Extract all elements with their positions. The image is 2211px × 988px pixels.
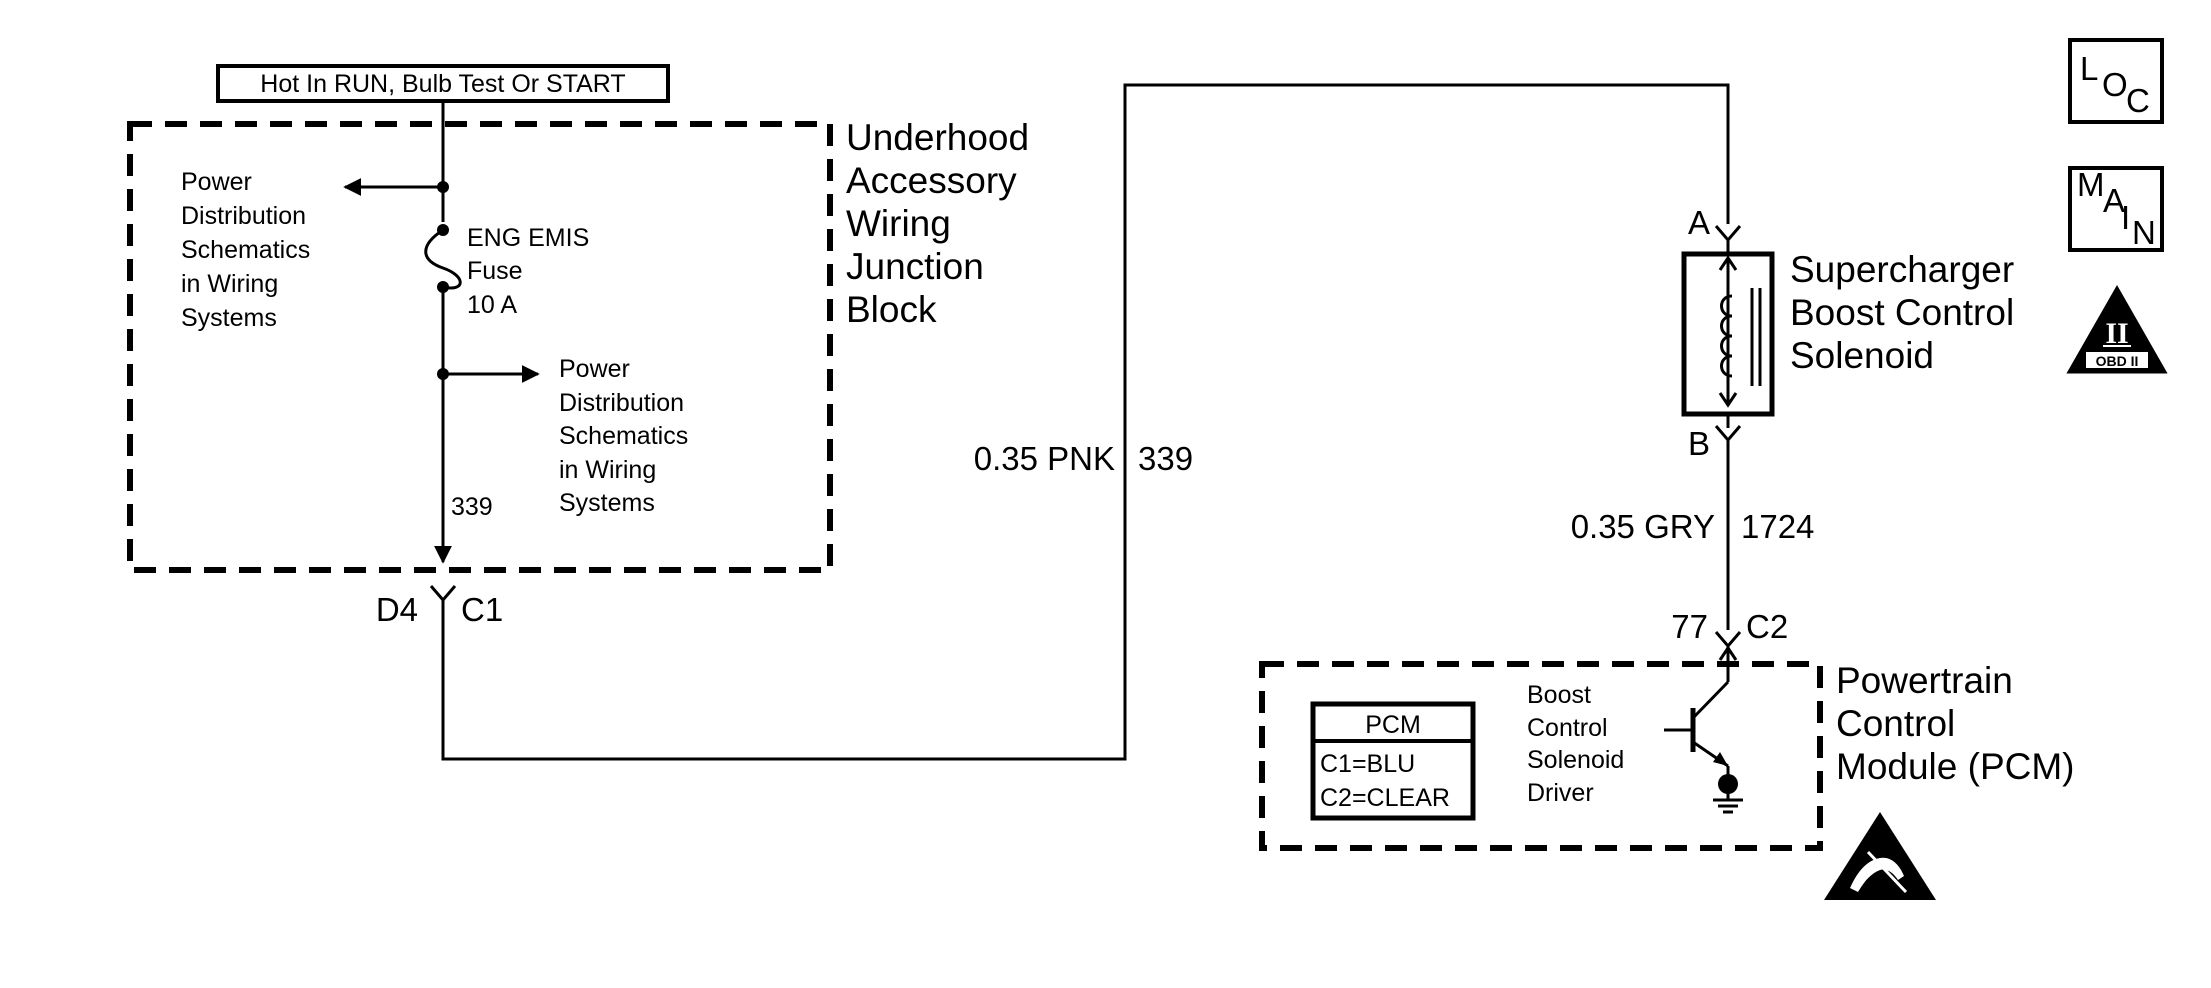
fuse-icon xyxy=(424,228,462,290)
main-symbol: M A I N xyxy=(2068,166,2164,252)
pcm-name: Powertrain Control Module (PCM) xyxy=(1836,660,2075,787)
wire-339-pnk xyxy=(441,83,1730,761)
loc-symbol: L O C xyxy=(2068,38,2164,124)
connector-c1-icon xyxy=(429,585,457,603)
obd-ii-icon: II OBD II xyxy=(2066,284,2168,374)
svg-text:Distribution: Distribution xyxy=(181,202,306,230)
svg-text:Solenoid: Solenoid xyxy=(1527,746,1624,774)
svg-text:Underhood: Underhood xyxy=(846,117,1029,158)
svg-text:Powertrain: Powertrain xyxy=(1836,660,2013,701)
svg-text:I: I xyxy=(2121,199,2130,236)
svg-text:Supercharger: Supercharger xyxy=(1790,249,2014,290)
connector-c2-pin: 77 xyxy=(1671,608,1708,645)
svg-text:PCM: PCM xyxy=(1365,711,1421,739)
svg-text:Control: Control xyxy=(1527,714,1608,742)
svg-text:Block: Block xyxy=(846,289,937,330)
internal-circuit-number: 339 xyxy=(451,493,493,521)
ref-left-text: Power Distribution Schematics in Wiring … xyxy=(181,168,310,332)
svg-text:Schematics: Schematics xyxy=(559,422,688,450)
svg-text:Fuse: Fuse xyxy=(467,257,523,285)
svg-text:Control: Control xyxy=(1836,703,1955,744)
svg-text:Distribution: Distribution xyxy=(559,389,684,417)
pcm-connector-legend: PCM C1=BLU C2=CLEAR xyxy=(1310,701,1476,821)
svg-text:Wiring: Wiring xyxy=(846,203,951,244)
esd-warning-icon xyxy=(1824,812,1936,900)
svg-text:M: M xyxy=(2077,166,2105,203)
svg-text:OBD II: OBD II xyxy=(2096,353,2139,369)
wire-pnk-gauge: 0.35 PNK xyxy=(974,440,1115,477)
power-source-label: Hot In RUN, Bulb Test Or START xyxy=(216,64,670,103)
svg-text:Power: Power xyxy=(559,355,630,383)
solenoid-pin-a: A xyxy=(1688,204,1710,241)
svg-text:O: O xyxy=(2102,66,2128,103)
svg-text:Solenoid: Solenoid xyxy=(1790,335,1934,376)
svg-text:in Wiring: in Wiring xyxy=(559,456,656,484)
wire-pnk-circuit: 339 xyxy=(1138,440,1193,477)
solenoid-symbol xyxy=(1681,251,1775,417)
svg-text:II: II xyxy=(2105,317,2128,350)
svg-text:Accessory: Accessory xyxy=(846,160,1017,201)
connector-c1-pin: D4 xyxy=(376,591,418,628)
junction-block-name: Underhood Accessory Wiring Junction Bloc… xyxy=(846,117,1029,330)
svg-text:Systems: Systems xyxy=(559,489,655,517)
svg-text:Module (PCM): Module (PCM) xyxy=(1836,746,2075,787)
svg-text:ENG EMIS: ENG EMIS xyxy=(467,224,589,252)
svg-text:in Wiring: in Wiring xyxy=(181,270,278,298)
connector-c2-id: C2 xyxy=(1746,608,1788,645)
driver-label: Boost Control Solenoid Driver xyxy=(1527,681,1624,807)
svg-text:C2=CLEAR: C2=CLEAR xyxy=(1320,784,1450,812)
wire-gry-circuit: 1724 xyxy=(1741,508,1814,545)
solenoid-pin-b: B xyxy=(1688,425,1710,462)
svg-text:Hot In RUN, Bulb Test Or START: Hot In RUN, Bulb Test Or START xyxy=(260,70,625,98)
svg-text:L: L xyxy=(2080,50,2098,87)
ref-right-text: Power Distribution Schematics in Wiring … xyxy=(559,355,688,517)
svg-text:C1=BLU: C1=BLU xyxy=(1320,750,1415,778)
svg-text:A: A xyxy=(2103,182,2125,219)
transistor-icon xyxy=(1664,645,1743,814)
connector-c1-id: C1 xyxy=(461,591,503,628)
svg-text:Boost Control: Boost Control xyxy=(1790,292,2014,333)
svg-text:C: C xyxy=(2126,82,2150,119)
svg-text:Systems: Systems xyxy=(181,304,277,332)
svg-text:Schematics: Schematics xyxy=(181,236,310,264)
connector-a-icon xyxy=(1714,225,1742,243)
connector-c2-icon xyxy=(1714,631,1742,649)
pcm-outline xyxy=(1259,661,1823,851)
connector-b-icon xyxy=(1714,425,1742,443)
svg-text:Boost: Boost xyxy=(1527,681,1591,709)
svg-text:N: N xyxy=(2132,214,2156,251)
svg-text:Junction: Junction xyxy=(846,246,984,287)
svg-text:10 A: 10 A xyxy=(467,291,517,319)
fuse-label: ENG EMIS Fuse 10 A xyxy=(467,224,589,319)
junction-block-outline xyxy=(127,121,833,573)
wire-gry-gauge: 0.35 GRY xyxy=(1571,508,1715,545)
solenoid-name: Supercharger Boost Control Solenoid xyxy=(1790,249,2014,376)
svg-text:Power: Power xyxy=(181,168,252,196)
svg-text:Driver: Driver xyxy=(1527,779,1594,807)
